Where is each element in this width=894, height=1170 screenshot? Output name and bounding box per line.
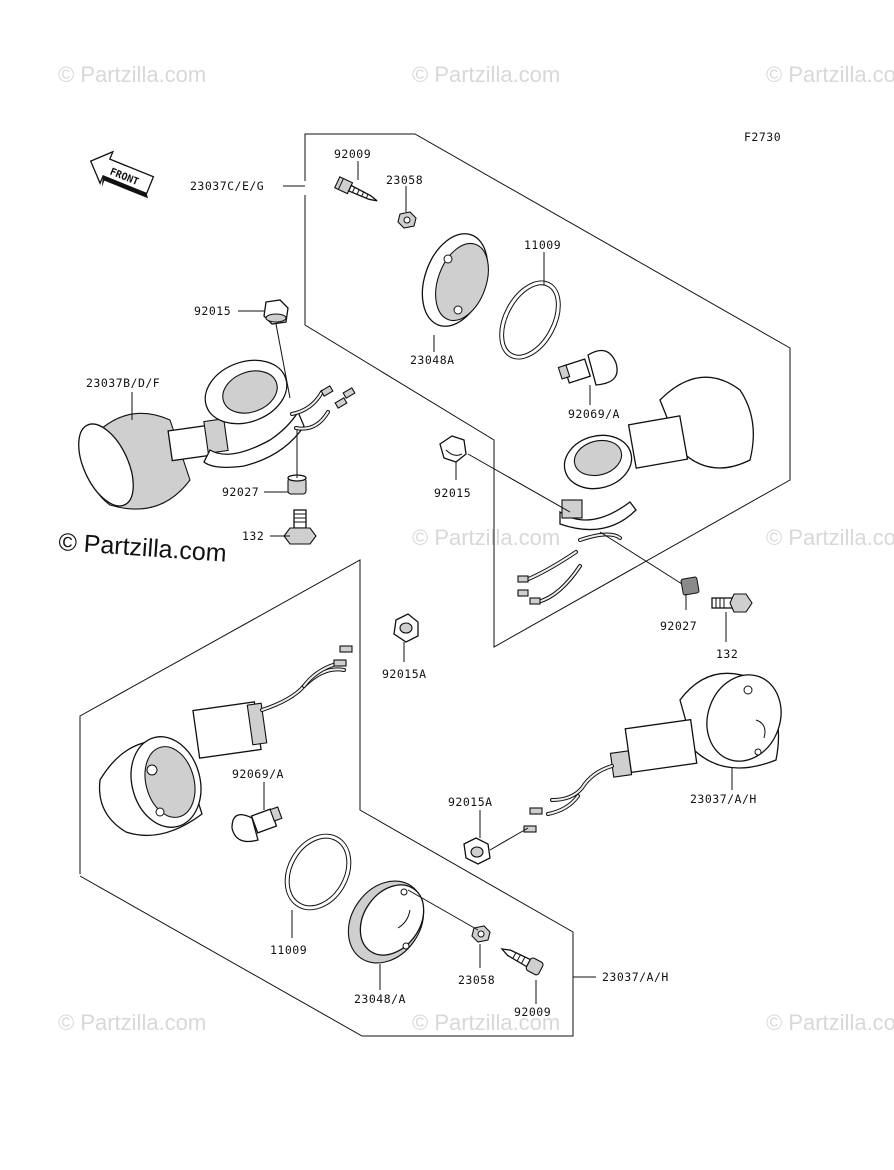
figure-code: F2730 [744, 130, 781, 144]
bolt-132-right [711, 593, 753, 613]
nut-92015a-right [463, 837, 491, 865]
label-92015a-right: 92015A [448, 795, 493, 809]
part-labels: 23037C/E/G 92009 23058 11009 23048A 9206… [86, 147, 757, 1019]
leader-lines [131, 161, 733, 1004]
watermark: © Partzilla.com [766, 525, 894, 550]
bulb-92069a-top [557, 349, 618, 386]
label-92027-left: 92027 [222, 485, 259, 499]
screw-92009-bottom [500, 948, 544, 976]
label-23037ceg: 23037C/E/G [190, 179, 264, 193]
grommet-23058-top [397, 211, 417, 229]
label-23037bdf: 23037B/D/F [86, 376, 160, 390]
label-23037ah-right: 23037/A/H [690, 792, 757, 806]
housing-23048a-top [421, 233, 489, 327]
label-23048a-bottom: 23048/A [354, 992, 406, 1006]
bolt-132-left [283, 509, 317, 545]
watermarks: © Partzilla.com © Partzilla.com © Partzi… [58, 62, 894, 1035]
label-92027-right: 92027 [660, 619, 697, 633]
bulb-92069a-bottom [231, 806, 283, 843]
front-arrow: FRONT [89, 150, 155, 199]
label-11009-bottom: 11009 [270, 943, 307, 957]
nut-92015-mid [439, 435, 467, 463]
turn-signal-23037ah [523, 672, 782, 833]
watermark: © Partzilla.com [766, 62, 894, 87]
label-92015-left: 92015 [194, 304, 231, 318]
label-92009-top: 92009 [334, 147, 371, 161]
label-92015a-mid: 92015A [382, 667, 427, 681]
nut-92015-left [263, 299, 289, 325]
watermark-dark: © Partzilla.com [58, 528, 228, 568]
watermark: © Partzilla.com [412, 1010, 560, 1035]
label-23058-top: 23058 [386, 173, 423, 187]
label-23058-bottom: 23058 [458, 973, 495, 987]
assembly-frames [79, 133, 791, 1037]
turn-signal-23037bdf [78, 359, 356, 510]
watermark: © Partzilla.com [412, 62, 560, 87]
label-11009-top: 11009 [524, 238, 561, 252]
label-132-left: 132 [242, 529, 264, 543]
nut-92015a-mid [393, 613, 419, 643]
label-92069a-bottom: 92069/A [232, 767, 284, 781]
label-92015-mid: 92015 [434, 486, 471, 500]
watermark: © Partzilla.com [766, 1010, 894, 1035]
watermark: © Partzilla.com [412, 525, 560, 550]
gasket-11009-bottom [284, 833, 352, 911]
turn-signal-right-top [517, 376, 754, 605]
turn-signal-left-bottom [98, 645, 353, 837]
screw-92009-top [333, 176, 378, 202]
label-92069a-top: 92069/A [568, 407, 620, 421]
lens-23048a-bottom [347, 880, 425, 964]
label-23048a-top: 23048A [410, 353, 455, 367]
label-132-right: 132 [716, 647, 738, 661]
label-23037ah-bottom: 23037/A/H [602, 970, 669, 984]
gasket-11009-top [499, 280, 561, 360]
spacer-92027-right [680, 576, 700, 596]
watermark: © Partzilla.com [58, 62, 206, 87]
grommet-23058-bottom [471, 925, 491, 943]
label-92009-bottom: 92009 [514, 1005, 551, 1019]
watermark: © Partzilla.com [58, 1010, 206, 1035]
